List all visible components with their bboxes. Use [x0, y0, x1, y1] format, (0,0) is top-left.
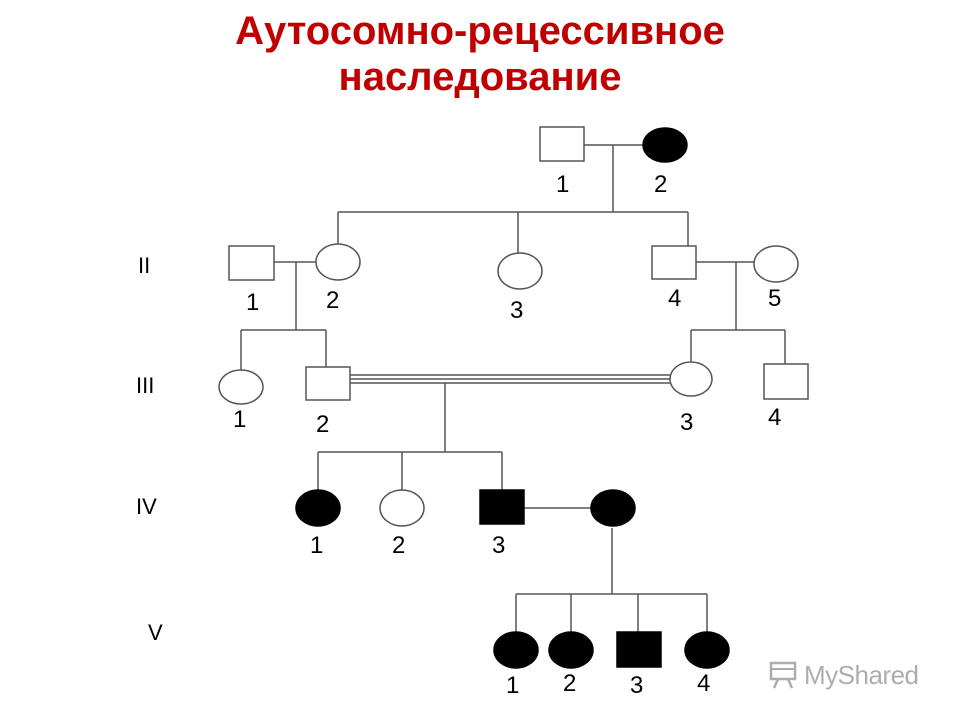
individual-i-2-female-affected: [642, 127, 688, 163]
individual-iii-2-male: [305, 366, 351, 401]
individual-iii-4-male: [763, 363, 809, 400]
label-ii-1: 1: [246, 289, 259, 316]
individual-iv-2-female: [379, 489, 425, 527]
individual-ii-1-male: [228, 245, 275, 281]
generation-label-iii: III: [136, 373, 154, 398]
label-iii-2: 2: [316, 411, 329, 438]
individual-i-1-male: [539, 126, 585, 162]
individual-ii-5-female: [753, 245, 799, 283]
label-iv-1: 1: [310, 532, 323, 559]
label-v-1: 1: [506, 672, 519, 699]
generation-label-iv: IV: [136, 494, 157, 519]
individual-ii-2-female: [315, 243, 361, 281]
individual-iii-1-female: [218, 369, 264, 405]
generation-label-ii: II: [138, 253, 150, 278]
label-v-2: 2: [563, 670, 576, 697]
individual-iv-spouse-female-affected: [590, 489, 636, 527]
label-ii-3: 3: [510, 297, 523, 324]
watermark: MyShared: [768, 655, 928, 695]
individual-ii-3-female: [497, 252, 543, 290]
title-line-2: наследование: [338, 55, 622, 99]
label-v-4: 4: [697, 670, 710, 697]
label-i-1: 1: [556, 171, 569, 198]
label-iii-3: 3: [680, 409, 693, 436]
label-iv-3: 3: [492, 532, 505, 559]
label-iii-1: 1: [233, 406, 246, 433]
presentation-board-icon: [769, 661, 797, 689]
individual-v-3-male-affected: [616, 631, 662, 668]
label-ii-2: 2: [326, 287, 339, 314]
watermark-text: MyShared: [804, 659, 919, 690]
page-title: Аутосомно-рецессивное наследование: [0, 8, 960, 100]
pedigree-lines: [240, 144, 786, 632]
individual-iv-3-male-affected: [479, 489, 525, 525]
individual-ii-4-male: [651, 245, 697, 280]
generation-label-v: V: [148, 620, 163, 645]
individual-iii-3-female: [669, 361, 713, 397]
label-i-2: 2: [654, 171, 667, 198]
individual-iv-1-female-affected: [295, 489, 341, 527]
individual-v-4-female-affected: [684, 631, 730, 669]
title-line-1: Аутосомно-рецессивное: [235, 9, 725, 53]
label-iv-2: 2: [392, 532, 405, 559]
label-iii-4: 4: [768, 404, 781, 431]
label-ii-5: 5: [768, 285, 781, 312]
label-v-3: 3: [630, 672, 643, 699]
individual-v-2-female-affected: [548, 631, 594, 669]
individual-v-1-female-affected: [493, 631, 539, 669]
label-ii-4: 4: [668, 285, 681, 312]
